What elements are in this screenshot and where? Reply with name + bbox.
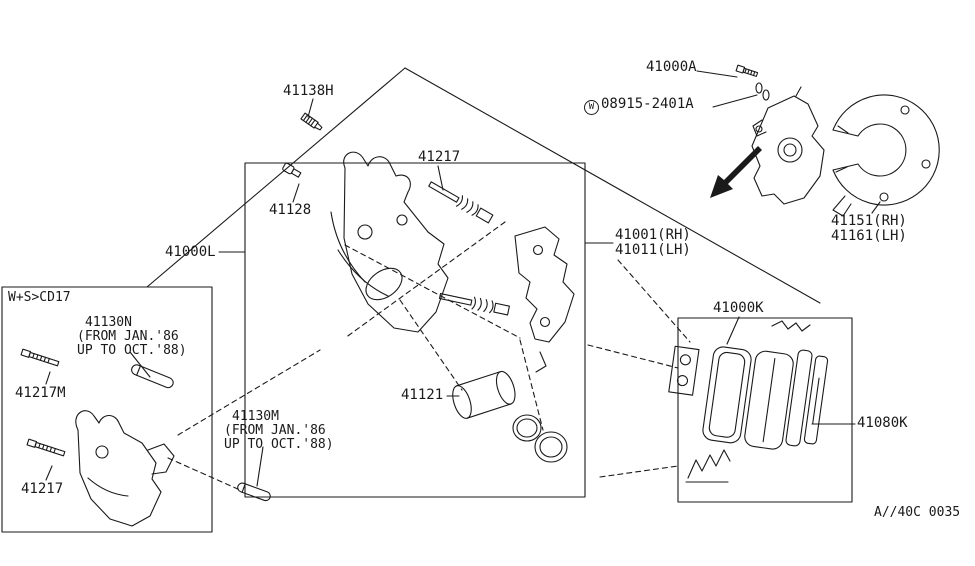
drawing-code: A//40C 0035 xyxy=(874,505,961,520)
direction-arrow xyxy=(710,146,762,198)
fitting-drawing xyxy=(282,162,302,178)
label-slide-pin-m-note2: UP TO OCT.'88) xyxy=(224,437,334,452)
assembled-caliper-drawing xyxy=(751,86,825,205)
label-washer-number: 08915-2401A xyxy=(601,96,694,112)
label-guide-pin-top: 41217 xyxy=(418,149,461,165)
enclosure-lines xyxy=(1,67,853,533)
label-pad-kit: 41000K xyxy=(713,300,764,316)
caliper-body-drawing xyxy=(330,151,449,333)
variant-caliper-drawing xyxy=(75,410,175,527)
label-pin-bolt-bottom: 41217 xyxy=(21,481,64,497)
label-caliper-lh: 41011(LH) xyxy=(615,242,691,258)
guide-pin-top-drawing xyxy=(428,181,494,224)
guide-pin-bottom-drawing xyxy=(438,293,510,316)
label-pin-bolt-m: 41217M xyxy=(15,385,66,401)
label-slide-pin-n-note2: UP TO OCT.'88) xyxy=(77,343,187,358)
label-variant: W+S>CD17 xyxy=(8,290,71,305)
label-caliper-rh-lh: 41001(RH) 41011(LH) xyxy=(615,228,691,258)
label-slide-pin-n: 41130N xyxy=(85,315,132,330)
label-fitting: 41128 xyxy=(269,202,312,218)
piston-drawing xyxy=(452,370,516,419)
label-bleed-screw: 41138H xyxy=(283,83,334,99)
label-slide-pin-n-note1: (FROM JAN.'86 xyxy=(77,329,179,344)
label-caliper-rh: 41001(RH) xyxy=(615,227,691,243)
label-shield-rh-lh: 41151(RH) 41161(LH) xyxy=(831,214,907,244)
circled-w-icon: W xyxy=(584,100,599,115)
label-slide-pin-m: 41130M xyxy=(232,409,279,424)
label-shield-rh: 41151(RH) xyxy=(831,213,907,229)
label-slide-pin-m-note1: (FROM JAN.'86 xyxy=(224,423,326,438)
pad-kit-drawing xyxy=(668,320,829,483)
label-shim-kit: 41080K xyxy=(857,415,908,431)
leader-lines xyxy=(45,70,881,487)
variant-pins-drawing xyxy=(20,348,271,502)
bolt-drawing xyxy=(735,64,770,101)
assembly-dashed-lines xyxy=(167,221,691,491)
torque-member-drawing xyxy=(514,226,575,373)
label-bolt: 41000A xyxy=(646,59,697,75)
bleed-screw-drawing xyxy=(300,112,323,131)
seal-rings-drawing xyxy=(512,414,568,463)
label-slide-pin-n-block: 41130N (FROM JAN.'86 UP TO OCT.'88) xyxy=(77,316,187,358)
label-caliper-assy: 41000L xyxy=(165,244,216,260)
label-shield-lh: 41161(LH) xyxy=(831,228,907,244)
label-slide-pin-m-block: 41130M (FROM JAN.'86 UP TO OCT.'88) xyxy=(224,410,334,452)
label-piston: 41121 xyxy=(401,387,444,403)
splash-shield-drawing xyxy=(832,94,940,217)
